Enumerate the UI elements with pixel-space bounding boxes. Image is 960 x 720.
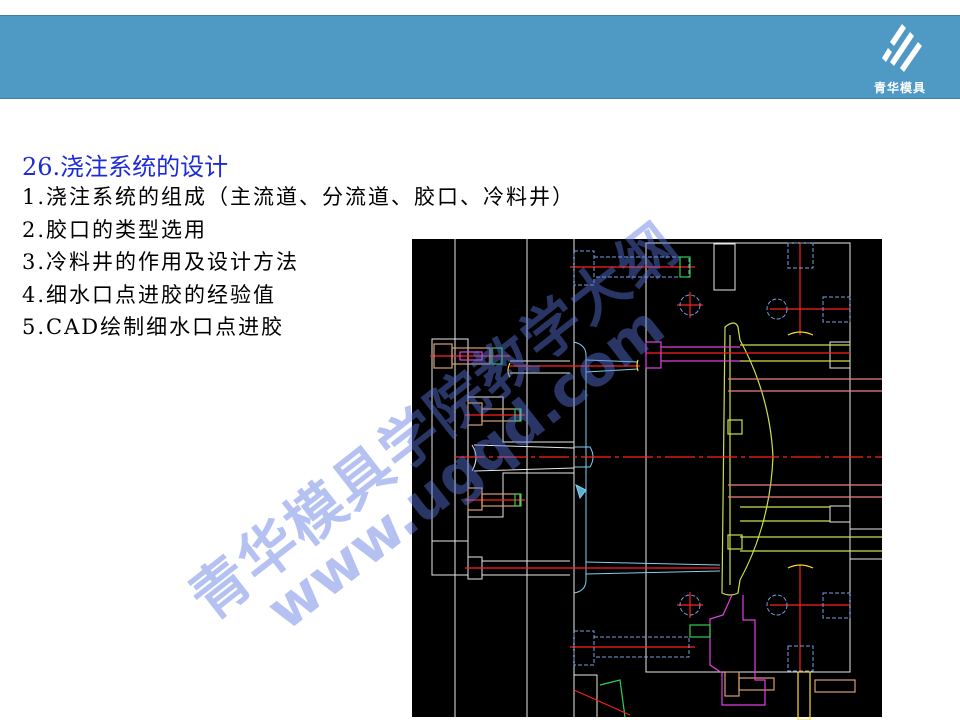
slide-title: 26.浇注系统的设计	[22, 153, 229, 181]
topic-item: 2.胶口的类型选用	[22, 217, 208, 242]
logo-text: 青华模具	[873, 81, 926, 95]
header-banner: 青华模具	[0, 15, 960, 99]
topic-item: 5.CAD绘制细水口点进胶	[22, 315, 285, 339]
mold-cad-drawing	[412, 239, 882, 720]
topic-item: 4.细水口点进胶的经验值	[22, 282, 277, 307]
topic-item: 1.浇注系统的组成（主流道、分流道、胶口、冷料井）	[22, 185, 576, 209]
topic-item: 3.冷料井的作用及设计方法	[22, 250, 300, 274]
topic-list: 1.浇注系统的组成（主流道、分流道、胶口、冷料井） 2.胶口的类型选用 3.冷料…	[22, 181, 575, 344]
company-logo: 青华模具	[860, 22, 940, 96]
logo-stripes-icon	[882, 24, 922, 72]
